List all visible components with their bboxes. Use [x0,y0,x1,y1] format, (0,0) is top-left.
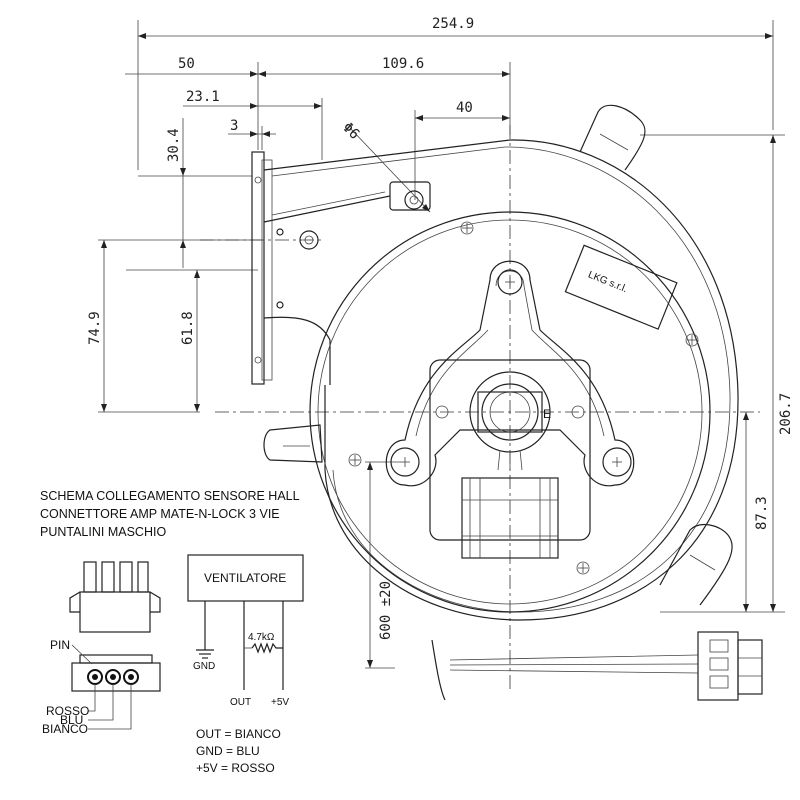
gnd-label: GND [193,661,215,672]
resistor-label: 4.7kΩ [248,632,275,643]
legend-out: OUT = BIANCO [196,727,281,741]
dim-lower-height: 87.3 [754,496,770,530]
dim-outlet-center: 61.8 [180,311,196,345]
dim-flange-thickness: 3 [230,118,238,134]
nameplate: LKG s.r.l. [564,244,678,330]
blower-housing: LKG s.r.l. E [251,104,739,621]
schema-title-line-2: CONNETTORE AMP MATE-N-LOCK 3 VIE [40,507,280,521]
cable-and-connector [431,631,763,701]
schema-title-line-1: SCHEMA COLLEGAMENTO SENSORE HALL [40,489,300,503]
schema-title-line-3: PUNTALINI MASCHIO [40,525,166,539]
legend-gnd: GND = BLU [196,744,260,758]
dim-hole-diameter: Φ6 [339,120,362,143]
legend-vcc: +5V = ROSSO [196,761,275,775]
dim-upper-height: 30.4 [166,128,182,162]
dim-flange-offset: 23.1 [186,89,220,105]
out-label: OUT [230,697,251,708]
ventilatore-label: VENTILATORE [204,571,286,585]
ventilatore-box [187,554,304,602]
dim-outlet-height: 74.9 [87,311,103,345]
connector-front-view [71,644,161,730]
dim-total-height: 206.7 [778,393,794,435]
vcc-label: +5V [271,697,289,708]
dim-left-offset: 50 [178,56,195,72]
dim-overall-width: 254.9 [432,16,474,32]
connector-side-view [69,561,161,633]
pin-bianco: BIANCO [42,722,88,736]
pin-blu: BLU [60,713,83,727]
dim-cable-length: 600 ±20 [378,581,394,640]
dimension-lines [98,20,785,669]
dimension-labels: 254.9 50 109.6 23.1 3 40 Φ6 30.4 74.9 61… [87,16,794,640]
wiring-schema: SCHEMA COLLEGAMENTO SENSORE HALL CONNETT… [40,489,304,775]
motor-mark: E [543,407,551,421]
dim-center-right: 109.6 [382,56,424,72]
center-lines [200,125,760,690]
pin-label: PIN [50,638,70,652]
pin-rosso: ROSSO [46,704,89,718]
dim-hole-offset: 40 [456,100,473,116]
svg-text:LKG s.r.l.: LKG s.r.l. [586,269,628,295]
